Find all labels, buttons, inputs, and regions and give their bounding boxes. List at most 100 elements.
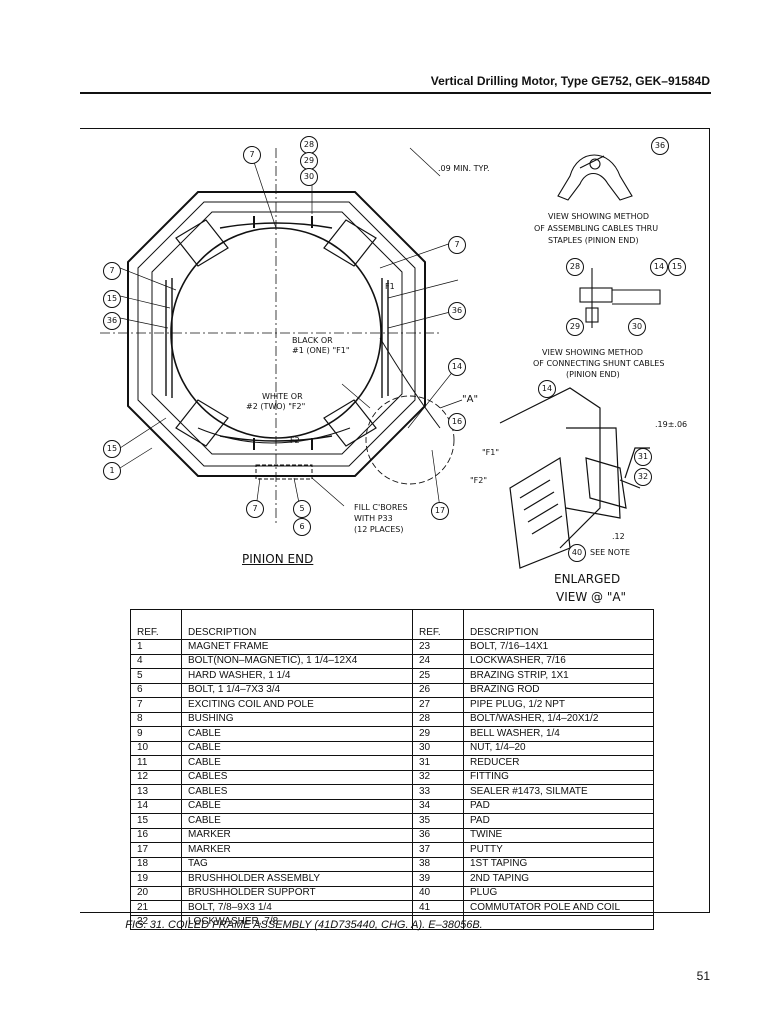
col-header-ref-left: REF.: [130, 609, 182, 640]
cable-f2: [197, 427, 351, 444]
label-white-1: WHITE OR: [262, 392, 303, 401]
coil-left: [165, 278, 173, 398]
ref-left-cell: 1: [130, 639, 182, 655]
label-f2: F2: [290, 436, 300, 445]
callout-14-enlarged: 14: [538, 380, 556, 398]
callout-32: 32: [634, 468, 652, 486]
desc-right-cell: BRAZING STRIP, 1X1: [463, 668, 654, 684]
desc-left-cell: EXCITING COIL AND POLE: [181, 697, 413, 713]
running-header: Vertical Drilling Motor, Type GE752, GEK…: [430, 74, 710, 88]
ref-right-cell: 24: [412, 653, 464, 669]
desc-left-cell: CABLE: [181, 726, 413, 742]
label-view2-1: VIEW SHOWING METHOD: [542, 348, 644, 357]
desc-left-cell: MARKER: [181, 827, 413, 843]
callout-7-left: 7: [103, 262, 121, 280]
ref-left-cell: 8: [130, 711, 182, 727]
desc-right-cell: PAD: [463, 798, 654, 814]
desc-left-cell: CABLE: [181, 813, 413, 829]
label-view-a: "A": [462, 394, 479, 405]
ref-left-cell: 15: [130, 813, 182, 829]
coil-right: [381, 278, 389, 398]
label-black-2: #1 (ONE) "F1": [292, 346, 350, 355]
ref-left-cell: 9: [130, 726, 182, 742]
callout-5: 5: [293, 500, 311, 518]
callout-15-bottom: 15: [103, 440, 121, 458]
label-tolerance: .19±.06: [655, 420, 688, 429]
frame-outer-octagon: [127, 191, 426, 477]
col-header-desc-left: DESCRIPTION: [181, 609, 413, 640]
header-rule: [80, 92, 711, 94]
ref-left-cell: 18: [130, 856, 182, 872]
coiled-frame-drawing: [100, 147, 661, 569]
frame-inner-octagon: [137, 201, 416, 467]
label-fill-3: (12 PLACES): [354, 525, 404, 534]
desc-right-cell: LOCKWASHER, 7/16: [463, 653, 654, 669]
ref-right-cell: 38: [412, 856, 464, 872]
label-f1: F1: [385, 282, 395, 291]
desc-left-cell: MARKER: [181, 842, 413, 858]
ref-right-cell: 30: [412, 740, 464, 756]
pole-bottom-left: [175, 399, 229, 447]
parts-table-header-row: REF. DESCRIPTION REF. DESCRIPTION: [130, 609, 654, 640]
callout-36-left: 36: [103, 312, 121, 330]
ref-left-cell: 14: [130, 798, 182, 814]
cable-f1: [379, 337, 441, 429]
coil-bottom: [219, 435, 333, 442]
desc-right-cell: BELL WASHER, 1/4: [463, 726, 654, 742]
ref-right-cell: 23: [412, 639, 464, 655]
label-pinion-end: PINION END: [242, 552, 314, 566]
desc-left-cell: BUSHING: [181, 711, 413, 727]
col-header-ref-right: REF.: [412, 609, 464, 640]
callout-7-right: 7: [448, 236, 466, 254]
callout-36-staple: 36: [651, 137, 669, 155]
desc-right-cell: BOLT, 7/16–14X1: [463, 639, 654, 655]
ref-left-cell: 6: [130, 682, 182, 698]
ref-right-cell: 34: [412, 798, 464, 814]
desc-left-cell: HARD WASHER, 1 1/4: [181, 668, 413, 684]
ref-left-cell: 11: [130, 755, 182, 771]
desc-right-cell: 2ND TAPING: [463, 871, 654, 887]
pole-bottom-right: [323, 399, 377, 447]
desc-right-cell: FITTING: [463, 769, 654, 785]
pole-top-left: [175, 219, 229, 267]
callout-17: 17: [431, 502, 449, 520]
desc-right-cell: BOLT/WASHER, 1/4–20X1/2: [463, 711, 654, 727]
callout-16: 16: [448, 413, 466, 431]
desc-right-cell: PAD: [463, 813, 654, 829]
ref-right-cell: 25: [412, 668, 464, 684]
callout-7-top: 7: [243, 146, 261, 164]
desc-left-cell: CABLES: [181, 769, 413, 785]
page-number: 51: [696, 969, 710, 983]
ref-left-cell: 13: [130, 784, 182, 800]
ref-left-cell: 12: [130, 769, 182, 785]
desc-left-cell: CABLE: [181, 755, 413, 771]
ref-right-cell: 31: [412, 755, 464, 771]
desc-left-cell: BRUSHHOLDER ASSEMBLY: [181, 871, 413, 887]
desc-right-cell: [463, 914, 654, 930]
label-view2-3: (PINION END): [566, 370, 620, 379]
view-a-circle: [365, 395, 455, 485]
label-fill-2: WITH P33: [354, 514, 393, 523]
desc-left-cell: BOLT, 1 1/4–7X3 3/4: [181, 682, 413, 698]
ref-right-cell: 39: [412, 871, 464, 887]
desc-right-cell: BRAZING ROD: [463, 682, 654, 698]
ref-right-cell: 40: [412, 885, 464, 901]
desc-left-cell: BRUSHHOLDER SUPPORT: [181, 885, 413, 901]
callout-14: 14: [448, 358, 466, 376]
desc-right-cell: NUT, 1/4–20: [463, 740, 654, 756]
ref-left-cell: 7: [130, 697, 182, 713]
